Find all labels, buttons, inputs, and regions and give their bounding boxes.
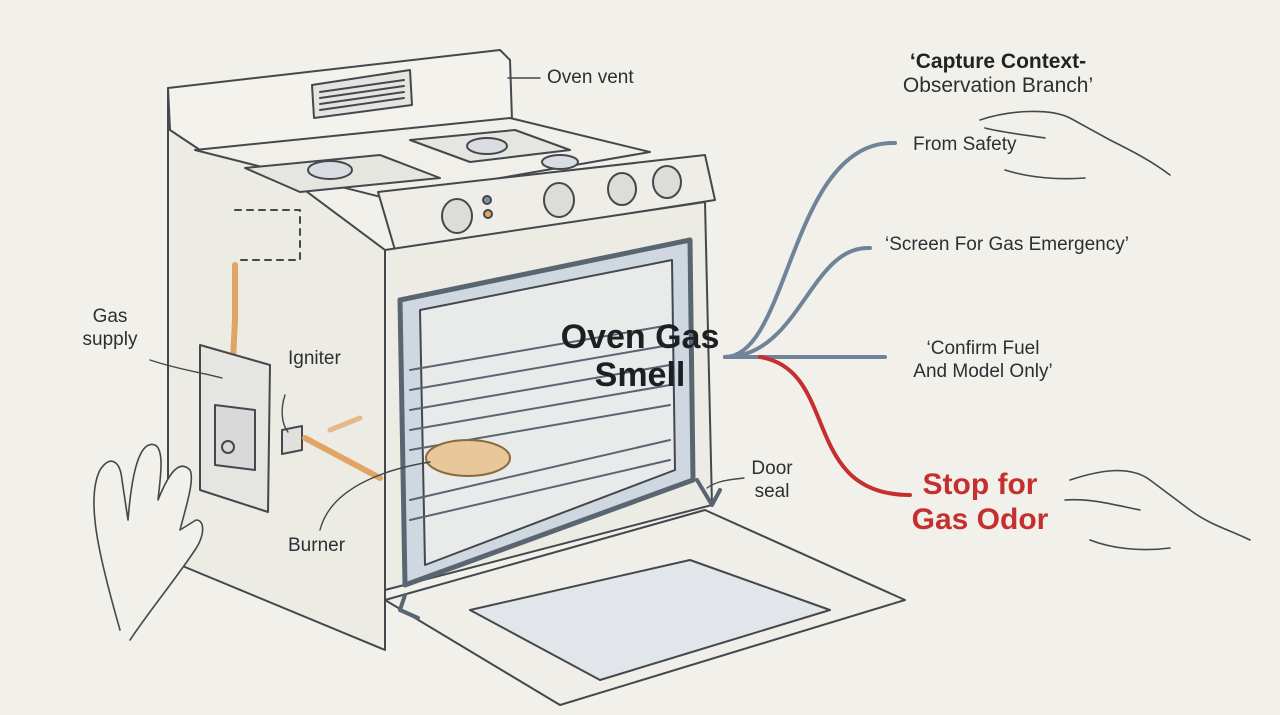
leader-igniter [281, 394, 289, 433]
knob-3 [607, 172, 637, 206]
knob-2 [543, 182, 575, 218]
branch-confirm-fuel-line-1: ‘Confirm Fuel [926, 338, 1040, 359]
diagram-title: ‘Capture Context- Observation Branch’ [868, 50, 1128, 98]
callout-igniter: Igniter [288, 348, 341, 369]
central-topic-line-2: Smell [594, 356, 686, 395]
knob-4 [652, 165, 682, 199]
branch-stop-line-1: Stop for [922, 468, 1038, 501]
callout-door-seal-line-2: seal [754, 480, 790, 502]
oven-illustration [93, 49, 1251, 706]
leader-gas-supply [149, 359, 223, 379]
door-seal [695, 478, 722, 507]
callout-gas-supply: Gas supply [70, 306, 150, 352]
oven-vent [311, 69, 413, 119]
branch-stop-line-2: Gas Odor [911, 502, 1049, 536]
callout-gas-supply-line-1: Gas [92, 306, 128, 327]
branch-line-from-safety [723, 140, 897, 359]
right-hand-bottom [1064, 469, 1251, 551]
branch-connectors [723, 140, 912, 497]
callout-door-seal: Door seal [740, 458, 804, 504]
branch-line-screen-emergency [723, 245, 872, 359]
title-line-1: ‘Capture Context- [909, 50, 1087, 73]
cooktop-burner-right [466, 137, 508, 155]
central-topic: Oven Gas Smell [540, 318, 740, 394]
callout-burner: Burner [288, 535, 346, 556]
branch-confirm-fuel: ‘Confirm Fuel And Model Only’ [893, 338, 1073, 384]
knob-1 [441, 198, 473, 234]
branch-from-safety: From Safety [913, 134, 1017, 155]
central-topic-line-1: Oven Gas [560, 318, 720, 356]
callout-door-seal-line-1: Door [751, 458, 793, 479]
branch-confirm-fuel-line-2: And Model Only’ [913, 360, 1053, 382]
gas-valve [214, 404, 256, 471]
branch-stop-gas-odor: Stop for Gas Odor [905, 468, 1055, 537]
oven-burner [425, 439, 511, 477]
left-hand [93, 443, 204, 641]
callout-oven-vent: Oven vent [547, 67, 634, 88]
leader-burner [319, 461, 431, 531]
right-hand-top [979, 110, 1171, 180]
oven-side-panel [167, 87, 386, 651]
branch-screen-emergency: ‘Screen For Gas Emergency’ [885, 234, 1129, 255]
leader-door-seal [706, 477, 745, 489]
cooktop-burner-left [307, 160, 353, 180]
igniter [281, 425, 303, 455]
title-line-2: Observation Branch’ [902, 74, 1094, 97]
callout-gas-supply-line-2: supply [82, 328, 138, 350]
branch-line-stop [758, 355, 912, 497]
